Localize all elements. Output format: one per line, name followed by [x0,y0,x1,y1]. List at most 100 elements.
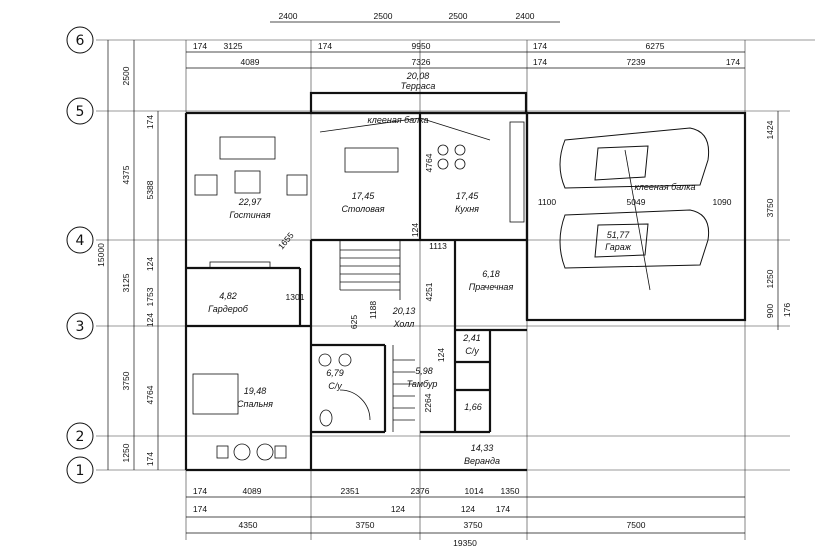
bot2-dim-1: 174 [193,504,207,514]
top3-dim-1: 4089 [241,57,260,67]
left-dim-4: 3750 [121,371,131,390]
laundry-area: 6,18 [482,269,500,279]
garage-cars [559,127,710,269]
bot1-dim-3: 2351 [341,486,360,496]
left-total: 15000 [96,243,106,267]
top2-dim-4: 9950 [412,41,431,51]
dim-1301: 1301 [286,292,305,302]
dim-124-b: 124 [436,348,446,362]
axis-3: 3 [76,319,85,335]
dining-name: Столовая [341,204,384,214]
tambour-name: Тамбур [407,379,438,389]
kitchen-area: 17,45 [456,191,480,201]
bot1-dim-6: 1350 [501,486,520,496]
left-inner-5: 124 [145,313,155,327]
axis-1: 1 [76,463,85,479]
axis-4: 4 [76,233,85,249]
top2-dim-3: 174 [318,41,332,51]
dim-4764: 4764 [424,153,434,172]
hall-area: 20,13 [392,306,416,316]
living-name: Гостиная [229,210,270,220]
top-dim-3: 2500 [449,11,468,21]
axis-markers [66,26,94,484]
wc2-area: 6,79 [326,368,344,378]
axis-2: 2 [76,429,85,445]
bot2-dim-2: 124 [391,504,405,514]
top3-dim-2: 7326 [412,57,431,67]
dim-5049: 5049 [627,197,646,207]
dim-1113: 1113 [429,241,447,251]
bot3-dim-2: 3750 [356,520,375,530]
top-dim-4: 2400 [516,11,535,21]
dim-4251: 4251 [424,282,434,301]
left-dimension-lines [107,40,159,470]
right-dim-3: 1250 [765,269,775,288]
left-dim-5: 1250 [121,443,131,462]
staircase [339,240,415,432]
wc1-name: С/у [465,346,479,356]
dim-1188: 1188 [368,301,378,320]
top-dimension-lines [186,21,745,534]
top2-dim-1: 174 [193,41,207,51]
left-dim-1: 2500 [121,66,131,85]
dim-625: 625 [349,315,359,329]
axis-5: 5 [76,104,85,120]
bedroom-area: 19,48 [244,386,267,396]
living-area: 22,97 [238,197,263,207]
tambour-area: 5,98 [415,366,433,376]
glulam-beams [319,117,651,291]
right-dim-2: 3750 [765,198,775,217]
bot1-dim-4: 2376 [411,486,430,496]
beam-label-2: клееная балка [635,182,696,192]
left-inner-7: 174 [145,452,155,466]
wc1-area: 2,41 [462,333,481,343]
dim-124-a: 124 [410,223,420,237]
wardrobe-name: Гардероб [208,304,249,314]
walls [184,91,747,472]
bot2-dim-4: 174 [496,504,510,514]
top-dim-2: 2500 [374,11,393,21]
bot1-dim-5: 1014 [465,486,484,496]
dining-area: 17,45 [352,191,376,201]
dim-1090: 1090 [713,197,732,207]
bot3-dim-3: 3750 [464,520,483,530]
right-dim-1: 1424 [765,120,775,139]
veranda-name: Веранда [464,456,500,466]
top-dim-1: 2400 [279,11,298,21]
bottom-total: 19350 [453,538,477,548]
left-dim-3: 3125 [121,273,131,292]
bedroom-name: Спальня [237,399,273,409]
furniture [192,121,525,461]
top2-dim-5: 174 [533,41,547,51]
bot2-dim-3: 124 [461,504,475,514]
kitchen-name: Кухня [455,204,479,214]
left-inner-2: 5388 [145,180,155,199]
bot1-dim-2: 4089 [243,486,262,496]
terrace-name: Терраса [401,81,436,91]
top2-dim-2: 3125 [224,41,243,51]
beam-label-1: клееная балка [368,115,429,125]
top3-dim-3: 174 [533,57,547,67]
right-dim-5: 176 [782,303,792,317]
left-dim-2: 4375 [121,165,131,184]
dim-1655: 1655 [276,230,296,251]
veranda-area: 14,33 [471,443,494,453]
wc2-name: С/у [328,381,342,391]
small-room-area: 1,66 [464,402,482,412]
wardrobe-area: 4,82 [219,291,237,301]
bot3-dim-4: 7500 [627,520,646,530]
left-inner-4: 1753 [145,287,155,306]
laundry-name: Прачечная [469,282,514,292]
bot3-dim-1: 4350 [239,520,258,530]
hall-name: Холл [393,319,415,329]
dim-1100: 1100 [538,197,557,207]
top2-dim-6: 6275 [646,41,665,51]
terrace-area: 20,08 [406,71,430,81]
left-inner-3: 124 [145,257,155,271]
garage-area: 51,77 [607,230,631,240]
left-inner-1: 174 [145,115,155,129]
left-dims: 2500 4375 3125 3750 1250 15000 174 5388 … [96,66,155,466]
right-dim-4: 900 [765,304,775,318]
top3-dim-5: 174 [726,57,740,67]
